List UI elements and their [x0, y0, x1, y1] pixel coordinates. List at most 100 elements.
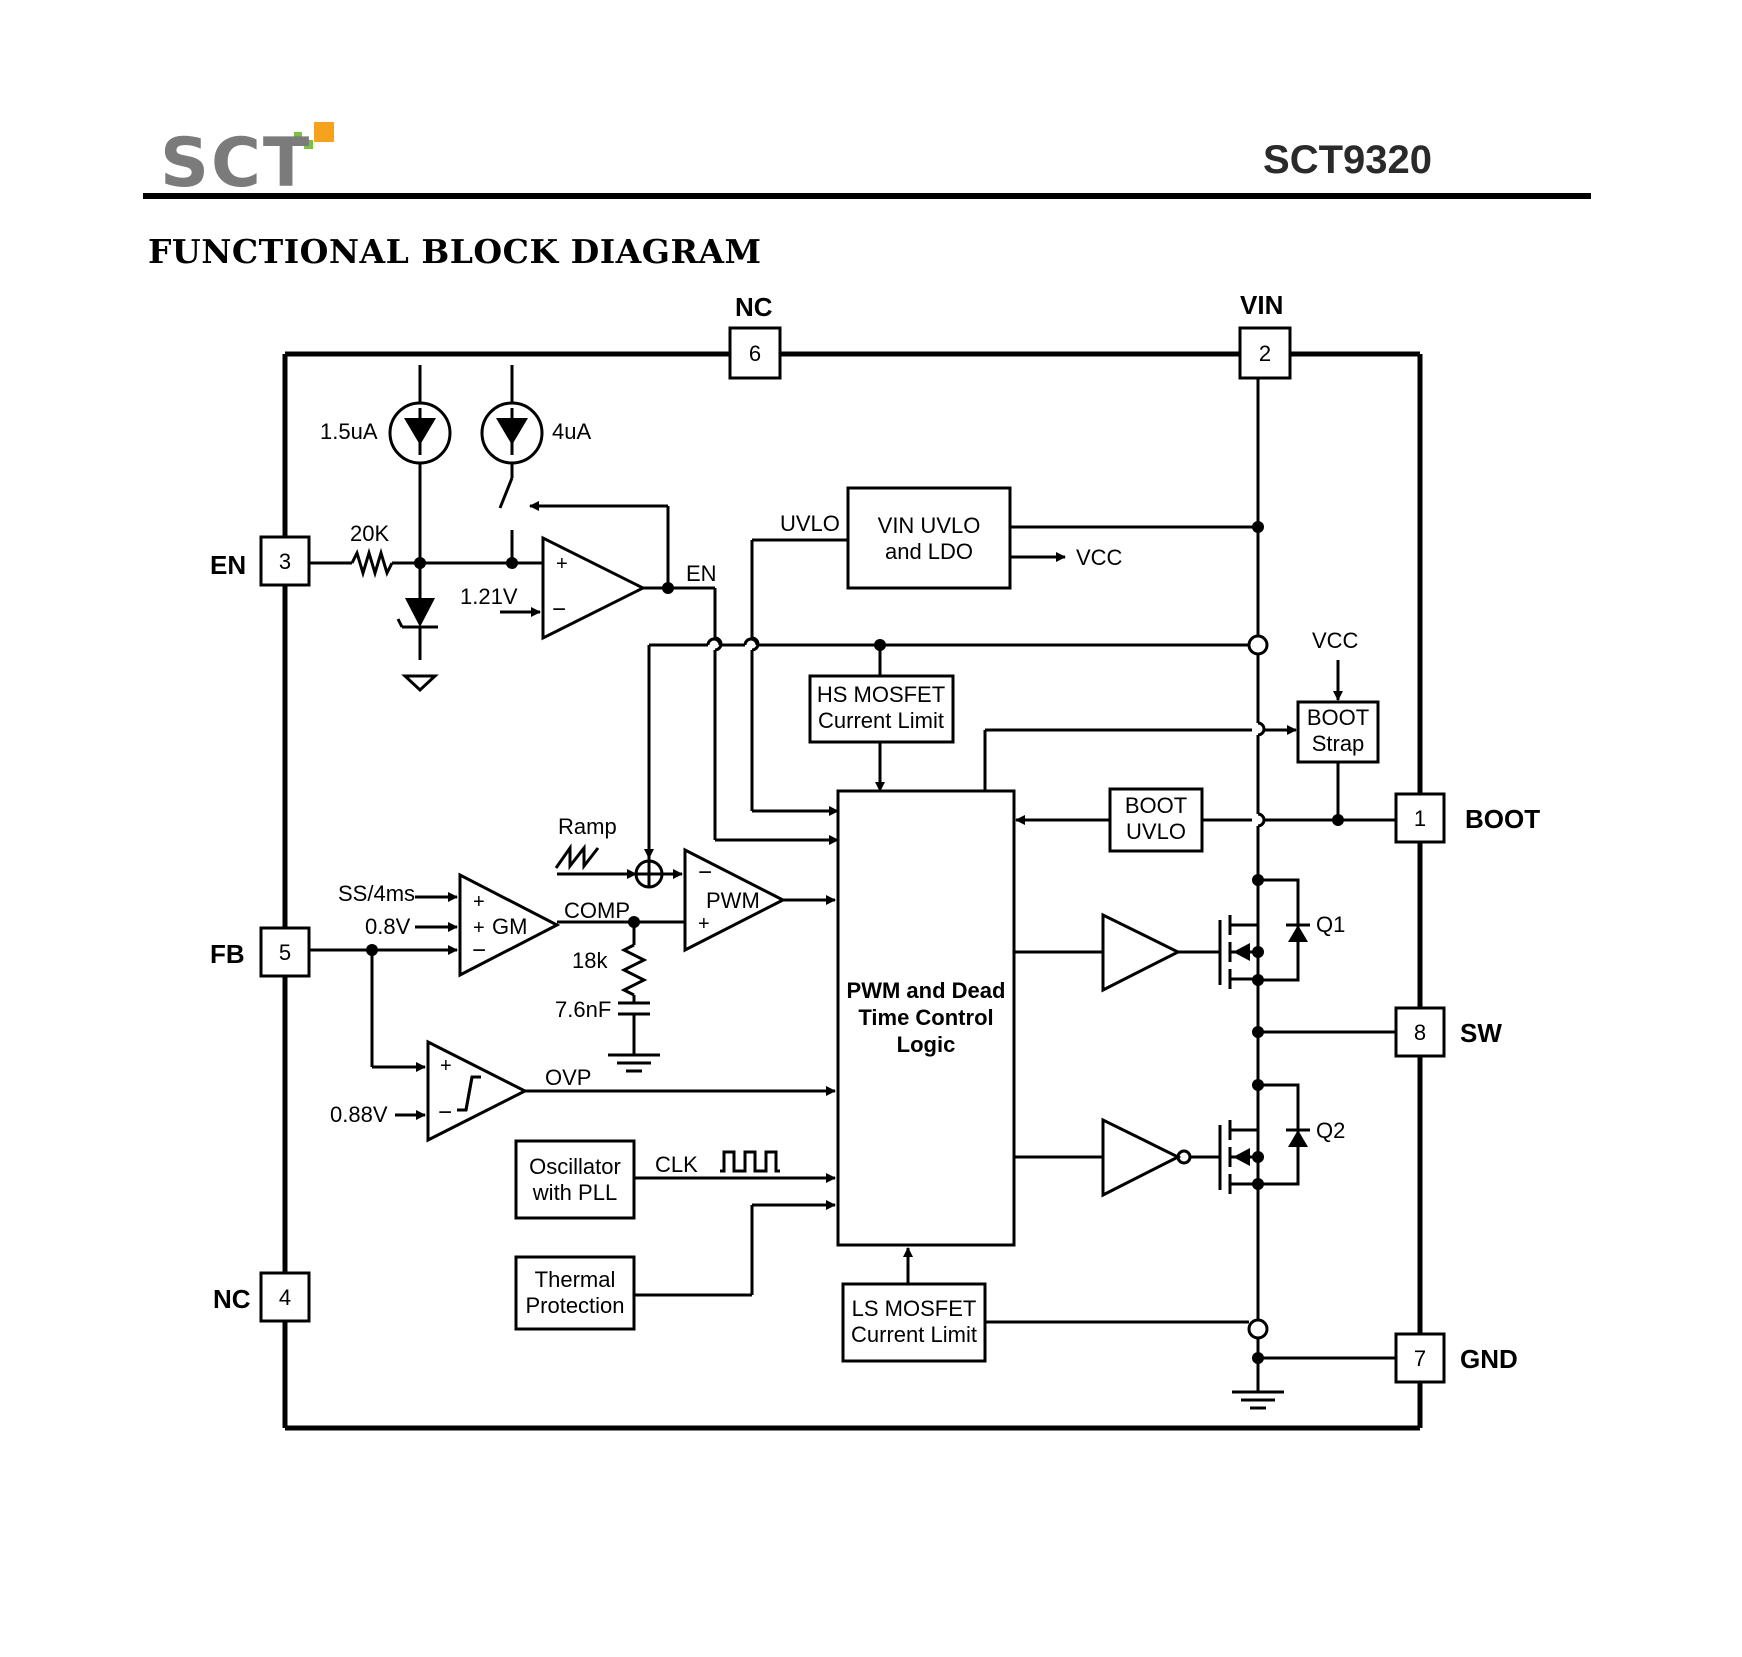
section-title: FUNCTIONAL BLOCK DIAGRAM [148, 232, 762, 271]
label-vcc-out: VCC [1076, 545, 1123, 570]
logo-mark-icon [294, 122, 334, 149]
pin-5-name: FB [210, 939, 245, 969]
pwm-comparator [683, 847, 787, 953]
pin-1-name: BOOT [1465, 804, 1540, 834]
label-q1: Q1 [1316, 912, 1345, 937]
ovp-minus: − [438, 1099, 452, 1126]
label-4ua: 4uA [552, 419, 591, 444]
label-gm: GM [492, 914, 527, 939]
pin-7-name: GND [1460, 1344, 1518, 1374]
junction-dot [874, 639, 886, 651]
pin-2-number: 2 [1259, 341, 1271, 366]
junction-dot [1252, 1178, 1264, 1190]
pin-8-number: 8 [1414, 1020, 1426, 1045]
oscillator-label-line1: Oscillator [529, 1154, 621, 1179]
label-uvlo-net: UVLO [780, 511, 840, 536]
pwm-logic-label-line3: Logic [897, 1032, 956, 1057]
junction-dot [662, 582, 674, 594]
boot-uvlo-label-line2: UVLO [1126, 819, 1186, 844]
part-number: SCT9320 [1263, 138, 1432, 182]
pin-5-number: 5 [279, 940, 291, 965]
header-rule [143, 193, 1591, 199]
pin-3-number: 3 [279, 549, 291, 574]
pin-4-box [259, 1271, 311, 1323]
label-0-88v: 0.88V [330, 1102, 388, 1127]
pin-2-name: VIN [1240, 290, 1283, 320]
label-ramp: Ramp [558, 814, 617, 839]
junction-dot [1252, 1026, 1264, 1038]
en-section [309, 365, 839, 845]
pwm-plus: + [698, 913, 710, 935]
vin-uvlo-label-line2: and LDO [885, 539, 973, 564]
ovp-comparator [426, 1039, 529, 1143]
pin-2-box [1238, 326, 1292, 380]
chip-outline [282, 351, 1423, 1431]
comparator-minus: − [552, 596, 566, 623]
boot-strap-label-line2: Strap [1312, 731, 1365, 756]
current-source-arrow-icon [404, 418, 436, 445]
thermal-protection-block [514, 1255, 636, 1331]
hs-limit-label-line2: Current Limit [818, 708, 944, 733]
pin-4-number: 4 [279, 1285, 291, 1310]
pwm-logic-label-line2: Time Control [858, 1005, 993, 1030]
q1-body-arrow-icon [1233, 943, 1250, 961]
logo-orange-square [314, 122, 334, 142]
pwm-logic-label-line1: PWM and Dead [847, 978, 1006, 1003]
comparator-plus: + [556, 553, 568, 575]
ls-limit-label-line2: Current Limit [851, 1322, 977, 1347]
pin-4-name: NC [213, 1284, 251, 1314]
label-0-8v: 0.8V [365, 914, 411, 939]
pin-6-box [728, 326, 782, 380]
power-stage [1014, 878, 1396, 1410]
ls-driver [1101, 1117, 1182, 1198]
pin-3-name: EN [210, 550, 246, 580]
fb-section [309, 645, 1249, 1363]
q1-body-diode-icon [1288, 925, 1308, 942]
label-comp: COMP [564, 898, 630, 923]
junction-dot [1252, 974, 1264, 986]
junction-dot [1252, 946, 1264, 958]
thermal-label-line1: Thermal [535, 1267, 616, 1292]
current-source-arrow-icon-2 [496, 418, 528, 445]
junction-dot [1252, 1079, 1264, 1091]
label-18k: 18k [572, 948, 608, 973]
label-1-21v: 1.21V [460, 584, 518, 609]
junction-dot [628, 916, 640, 928]
pin-1-box [1394, 792, 1446, 844]
gm-minus: − [472, 937, 486, 964]
oscillator-label-line2: with PLL [532, 1180, 617, 1205]
vin-uvlo-ldo-block [846, 486, 1012, 590]
hs-driver [1101, 912, 1182, 993]
logo-green-square-small [294, 132, 302, 140]
label-ovp: OVP [545, 1065, 591, 1090]
label-7-6nf: 7.6nF [555, 997, 611, 1022]
pin-5-box [259, 926, 311, 978]
ls-limit-label-line1: LS MOSFET [852, 1296, 977, 1321]
junction-dot [1332, 814, 1344, 826]
gm-plus: + [473, 891, 485, 913]
junction-dot [366, 944, 378, 956]
vin-uvlo-label-line1: VIN UVLO [878, 513, 981, 538]
ovp-plus: + [440, 1055, 452, 1077]
label-clk: CLK [655, 1152, 698, 1177]
junction-dot [1252, 1151, 1264, 1163]
pwm-dead-time-logic-block [836, 789, 1016, 1247]
pin-3-box [259, 535, 311, 587]
pwm-minus: − [698, 859, 712, 886]
gm-plus-2: + [473, 917, 485, 939]
logo-green-square [304, 140, 313, 149]
label-q2: Q2 [1316, 1118, 1345, 1143]
q2-body-diode-icon [1288, 1130, 1308, 1147]
pin-6-name: NC [735, 292, 773, 322]
gm-amplifier [458, 872, 561, 978]
hs-limit-label-line1: HS MOSFET [817, 682, 945, 707]
zener-diode-icon [405, 598, 435, 627]
junction-dot [1252, 1352, 1264, 1364]
pin-7-number: 7 [1414, 1346, 1426, 1371]
pin-7-box [1394, 1332, 1446, 1384]
pin-8-name: SW [1460, 1018, 1502, 1048]
logo-text: SCT [160, 124, 312, 203]
sct-logo: SCT [160, 110, 380, 200]
